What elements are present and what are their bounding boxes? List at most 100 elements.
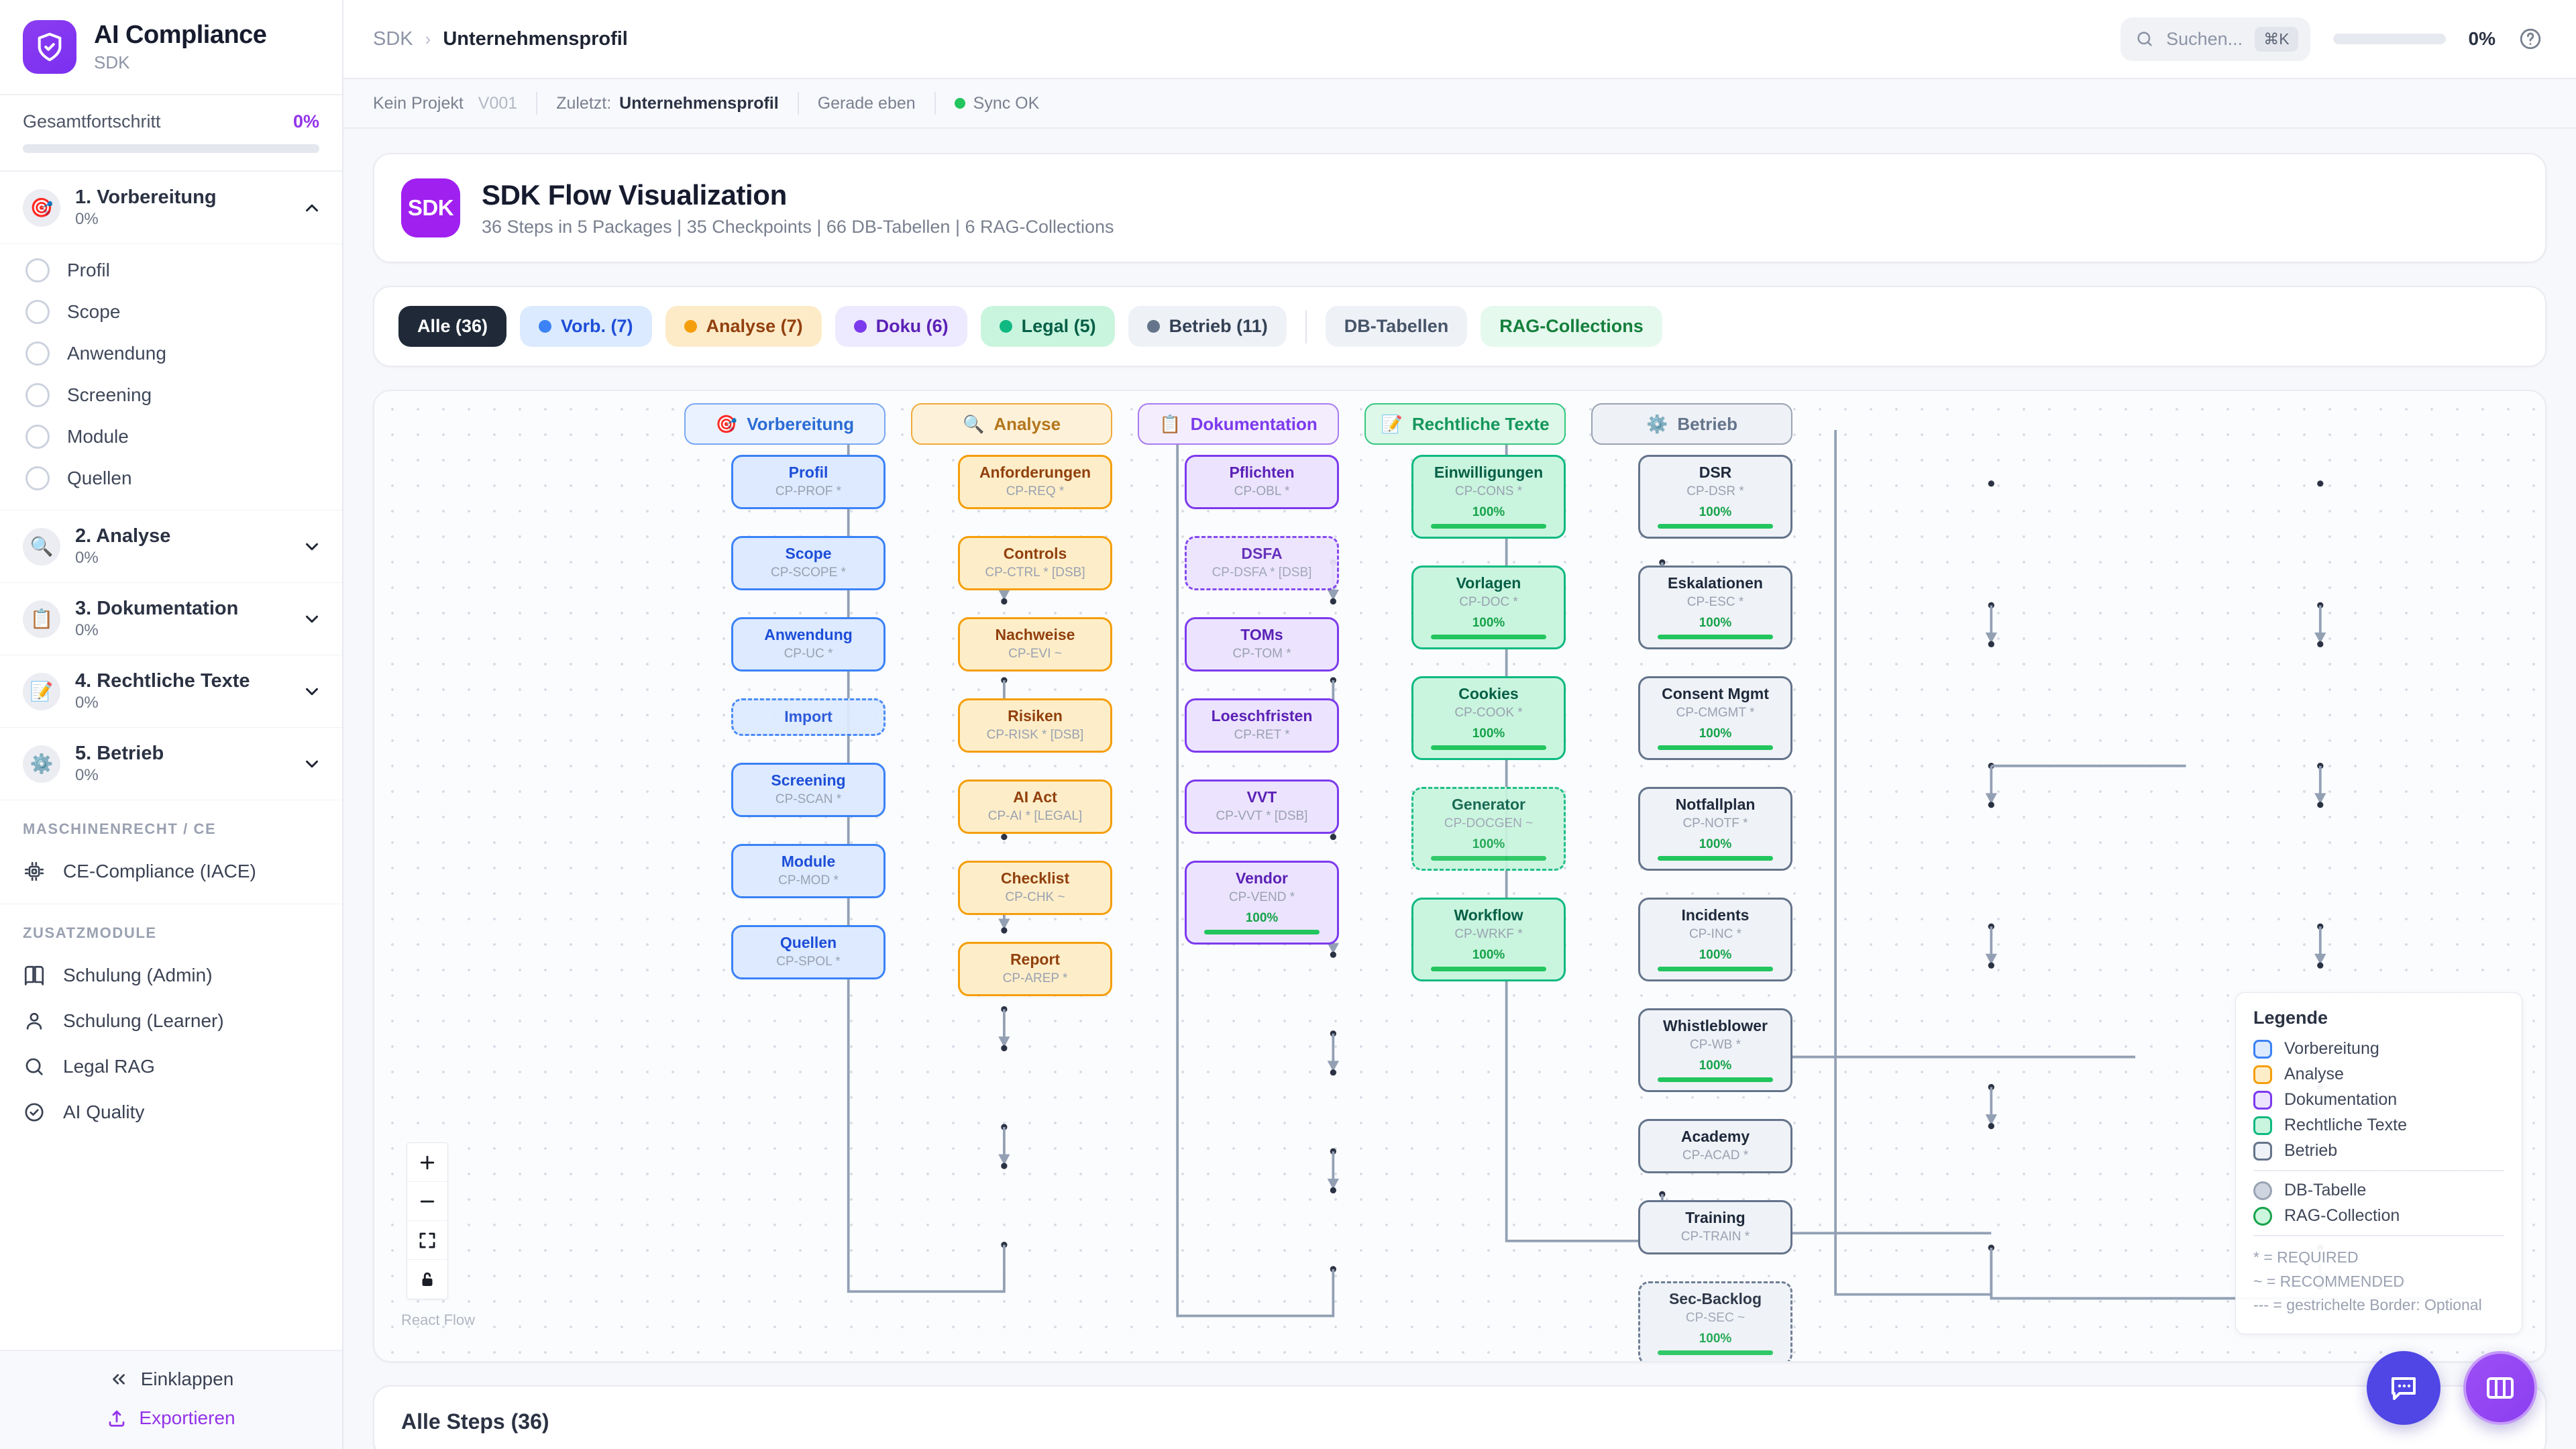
flow-arrow: [998, 590, 1010, 600]
breadcrumb-root[interactable]: SDK: [373, 28, 413, 50]
flow-canvas[interactable]: 🎯Vorbereitung🔍Analyse📋Dokumentation📝Rech…: [373, 390, 2546, 1362]
zoom-in-button[interactable]: [407, 1143, 447, 1182]
flow-handle: [1330, 677, 1336, 684]
filter-pill-rag-collections[interactable]: RAG-Collections: [1481, 306, 1662, 347]
sync-status-label: Sync OK: [973, 93, 1040, 113]
filter-pill-legal-5[interactable]: Legal (5): [980, 306, 1115, 347]
lock-toggle-button[interactable]: [407, 1260, 447, 1299]
step-radio-icon[interactable]: [25, 383, 50, 407]
sidebar-item-screening[interactable]: Screening: [0, 374, 342, 416]
page-subtitle: 36 Steps in 5 Packages | 35 Checkpoints …: [482, 216, 1114, 237]
sdk-badge: SDK: [401, 178, 460, 237]
sidebar-item-label: Legal RAG: [63, 1056, 155, 1077]
step-radio-icon[interactable]: [25, 425, 50, 449]
step-radio-icon[interactable]: [25, 341, 50, 366]
chevrons-left-icon: [112, 1374, 125, 1385]
filter-pill-analyse-7[interactable]: Analyse (7): [665, 306, 822, 347]
phase-title: 4. Rechtliche Texte: [75, 670, 250, 692]
brand-header[interactable]: AI Compliance SDK: [0, 0, 342, 95]
flow-handle: [1988, 641, 1994, 647]
sidebar-item-profil[interactable]: Profil: [0, 250, 342, 291]
node-code: CP-INC *: [1688, 927, 1742, 942]
breadcrumb: SDK › Unternehmensprofil: [373, 28, 628, 50]
search-input[interactable]: Suchen... ⌘K: [2121, 17, 2310, 61]
sidebar-item-module[interactable]: Module: [0, 416, 342, 458]
sidebar-item-scope[interactable]: Scope: [0, 291, 342, 333]
filter-pill-doku-6[interactable]: Doku (6): [835, 306, 967, 347]
sidebar-phase-1[interactable]: 🎯 1. Vorbereitung 0%: [0, 172, 342, 244]
divider: [797, 92, 799, 115]
sidebar-item-anwendung[interactable]: Anwendung: [0, 333, 342, 374]
filter-pill-alle-36[interactable]: Alle (36): [398, 306, 507, 347]
zoom-out-button[interactable]: [407, 1182, 447, 1221]
legend-swatch-icon: [2253, 1065, 2272, 1084]
node-title: DSR: [1699, 464, 1732, 481]
node-progress-bar: [1658, 635, 1773, 640]
collapse-sidebar-button[interactable]: Einklappen: [109, 1368, 233, 1390]
fit-view-button[interactable]: [407, 1221, 447, 1260]
flow-node-import[interactable]: Import: [731, 698, 885, 736]
question-circle-icon[interactable]: [2518, 27, 2542, 51]
sidebar-item-schulung-admin[interactable]: Schulung (Admin): [0, 953, 342, 998]
minus-icon: [420, 1200, 435, 1202]
sidebar-phase-3[interactable]: 📋 3. Dokumentation 0%: [0, 583, 342, 655]
filter-pill-vorb-7[interactable]: Vorb. (7): [520, 306, 652, 347]
sidebar-item-ce-compliance-iace[interactable]: CE-Compliance (IACE): [0, 849, 342, 894]
step-radio-icon[interactable]: [25, 258, 50, 282]
flow-group-analyse: 🔍Analyse: [911, 403, 1112, 445]
panel-toggle-button[interactable]: [2463, 1351, 2537, 1425]
sidebar-item-ai-quality[interactable]: AI Quality: [0, 1089, 342, 1135]
flow-handle: [1988, 962, 1994, 969]
filter-pill-db-tabellen[interactable]: DB-Tabellen: [1325, 306, 1468, 347]
node-title: Vendor: [1236, 869, 1288, 887]
filter-pill-betrieb-11[interactable]: Betrieb (11): [1128, 306, 1287, 347]
filter-pill-label: Doku (6): [875, 316, 949, 336]
export-button[interactable]: Exportieren: [107, 1407, 235, 1429]
sidebar-item-quellen[interactable]: Quellen: [0, 458, 342, 499]
node-code: CP-PROF *: [775, 484, 842, 499]
step-radio-icon[interactable]: [25, 300, 50, 324]
sidebar-phase-4[interactable]: 📝 4. Rechtliche Texte 0%: [0, 655, 342, 728]
sidebar-item-legal-rag[interactable]: Legal RAG: [0, 1044, 342, 1089]
top-progress-value: 0%: [2468, 28, 2496, 49]
legend-swatch-icon: [2253, 1206, 2272, 1226]
sidebar-phase-2[interactable]: 🔍 2. Analyse 0%: [0, 511, 342, 583]
step-radio-icon[interactable]: [25, 466, 50, 490]
chat-assistant-button[interactable]: [2367, 1351, 2440, 1425]
sidebar-item-schulung-learner[interactable]: Schulung (Learner): [0, 998, 342, 1044]
sidebar-phase-5[interactable]: ⚙️ 5. Betrieb 0%: [0, 728, 342, 800]
